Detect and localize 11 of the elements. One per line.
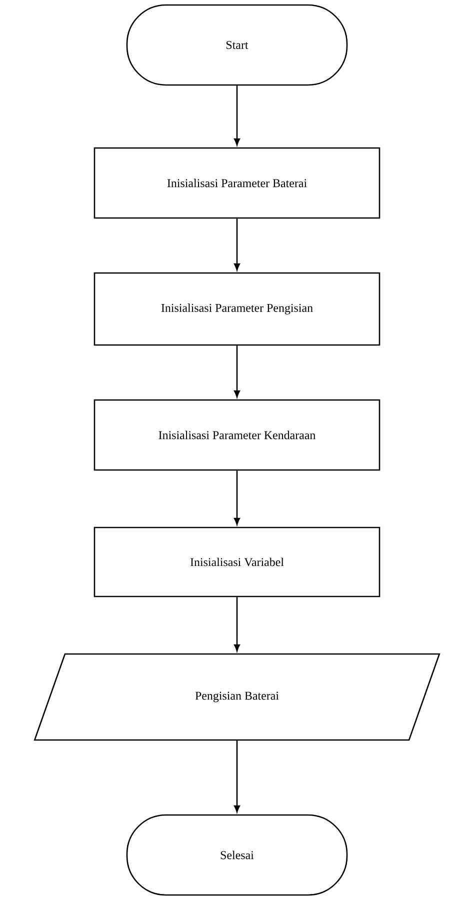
arrow [234, 470, 240, 525]
arrow [234, 86, 240, 146]
arrow [234, 740, 240, 812]
process-box: Inisialisasi Variabel [94, 526, 380, 598]
arrow [234, 597, 240, 652]
arrow [234, 218, 240, 270]
arrow [234, 346, 240, 398]
process-box: Inisialisasi Parameter Pengisian [94, 272, 380, 346]
process-box: Inisialisasi Parameter Baterai [94, 147, 380, 219]
data-parallelogram: Pengisian Baterai [34, 653, 440, 741]
process-box: Inisialisasi Parameter Kendaraan [94, 399, 380, 471]
